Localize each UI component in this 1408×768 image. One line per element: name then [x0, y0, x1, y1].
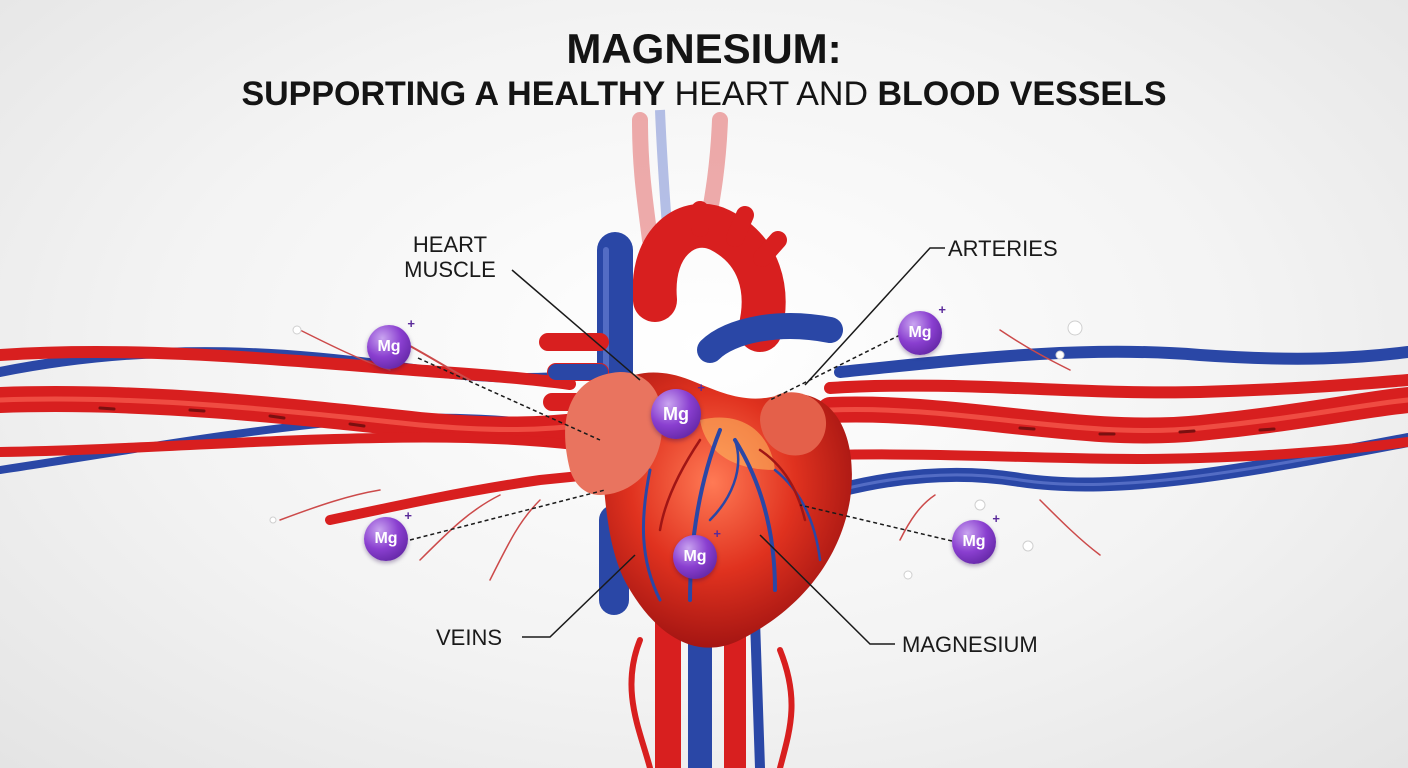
mg-symbol: Mg — [377, 338, 401, 355]
right-artery-main — [817, 387, 1408, 444]
label-magnesium: MAGNESIUM — [902, 632, 1038, 657]
mg-charge: + — [992, 511, 1000, 526]
left-artery-upper — [0, 345, 576, 390]
left-artery-branch — [325, 469, 605, 525]
label-veins: VEINS — [436, 625, 503, 650]
heart — [565, 372, 852, 648]
magnesium-ion-icon: Mg + — [364, 509, 412, 561]
title-block: MAGNESIUM: SUPPORTING A HEALTHY HEART AN… — [0, 26, 1408, 114]
left-artery-lower — [0, 432, 580, 457]
leader-magnesium — [759, 534, 895, 645]
label-arteries: ARTERIES — [948, 236, 1058, 261]
bubbles — [269, 320, 1083, 580]
label-heart-muscle-line-2: MUSCLE — [404, 257, 496, 282]
magnesium-ion-icon: Mg + — [367, 317, 415, 369]
mg-charge: + — [697, 380, 705, 395]
leader-heart-muscle — [511, 269, 641, 381]
label-heart-muscle: HEART MUSCLE — [390, 232, 510, 282]
mg-symbol: Mg — [374, 530, 398, 547]
mg-charge: + — [404, 508, 412, 523]
pulmonary-vessel — [697, 313, 843, 363]
left-vessels — [0, 329, 605, 581]
mg-charge: + — [713, 526, 721, 541]
aorta-arch — [632, 203, 786, 352]
leader-arteries — [804, 247, 945, 386]
right-atrium — [565, 372, 663, 495]
right-vessels — [817, 329, 1408, 556]
label-heart-muscle-line-1: HEART — [412, 232, 488, 257]
left-atrium — [760, 392, 827, 456]
magnesium-ion-icon: Mg + — [673, 527, 721, 579]
mg-symbol: Mg — [663, 404, 689, 424]
mg-symbol: Mg — [908, 324, 932, 341]
title-bold-part-a: SUPPORTING A HEALTHY — [241, 75, 666, 113]
title-bold-part-b: BLOOD VESSELS — [877, 75, 1167, 113]
leader-lines — [409, 247, 953, 645]
mg-charge: + — [938, 302, 946, 317]
magnesium-ion-icon: Mg + — [651, 381, 705, 439]
mg-charge: + — [407, 316, 415, 331]
magnesium-ion-icon: Mg + — [952, 512, 1000, 564]
title-normal-part: HEART AND — [665, 75, 878, 113]
leader-veins — [522, 554, 636, 638]
right-vein-upper — [834, 345, 1408, 378]
title-line-1: MAGNESIUM: — [566, 25, 842, 72]
right-artery-upper — [824, 374, 1408, 399]
mg-symbol: Mg — [962, 533, 986, 550]
right-artery-lower — [825, 437, 1408, 464]
mg-symbol: Mg — [683, 548, 707, 565]
title-line-2: SUPPORTING A HEALTHY HEART AND BLOOD VES… — [0, 74, 1408, 114]
magnesium-ion-icon: Mg + — [898, 303, 946, 355]
